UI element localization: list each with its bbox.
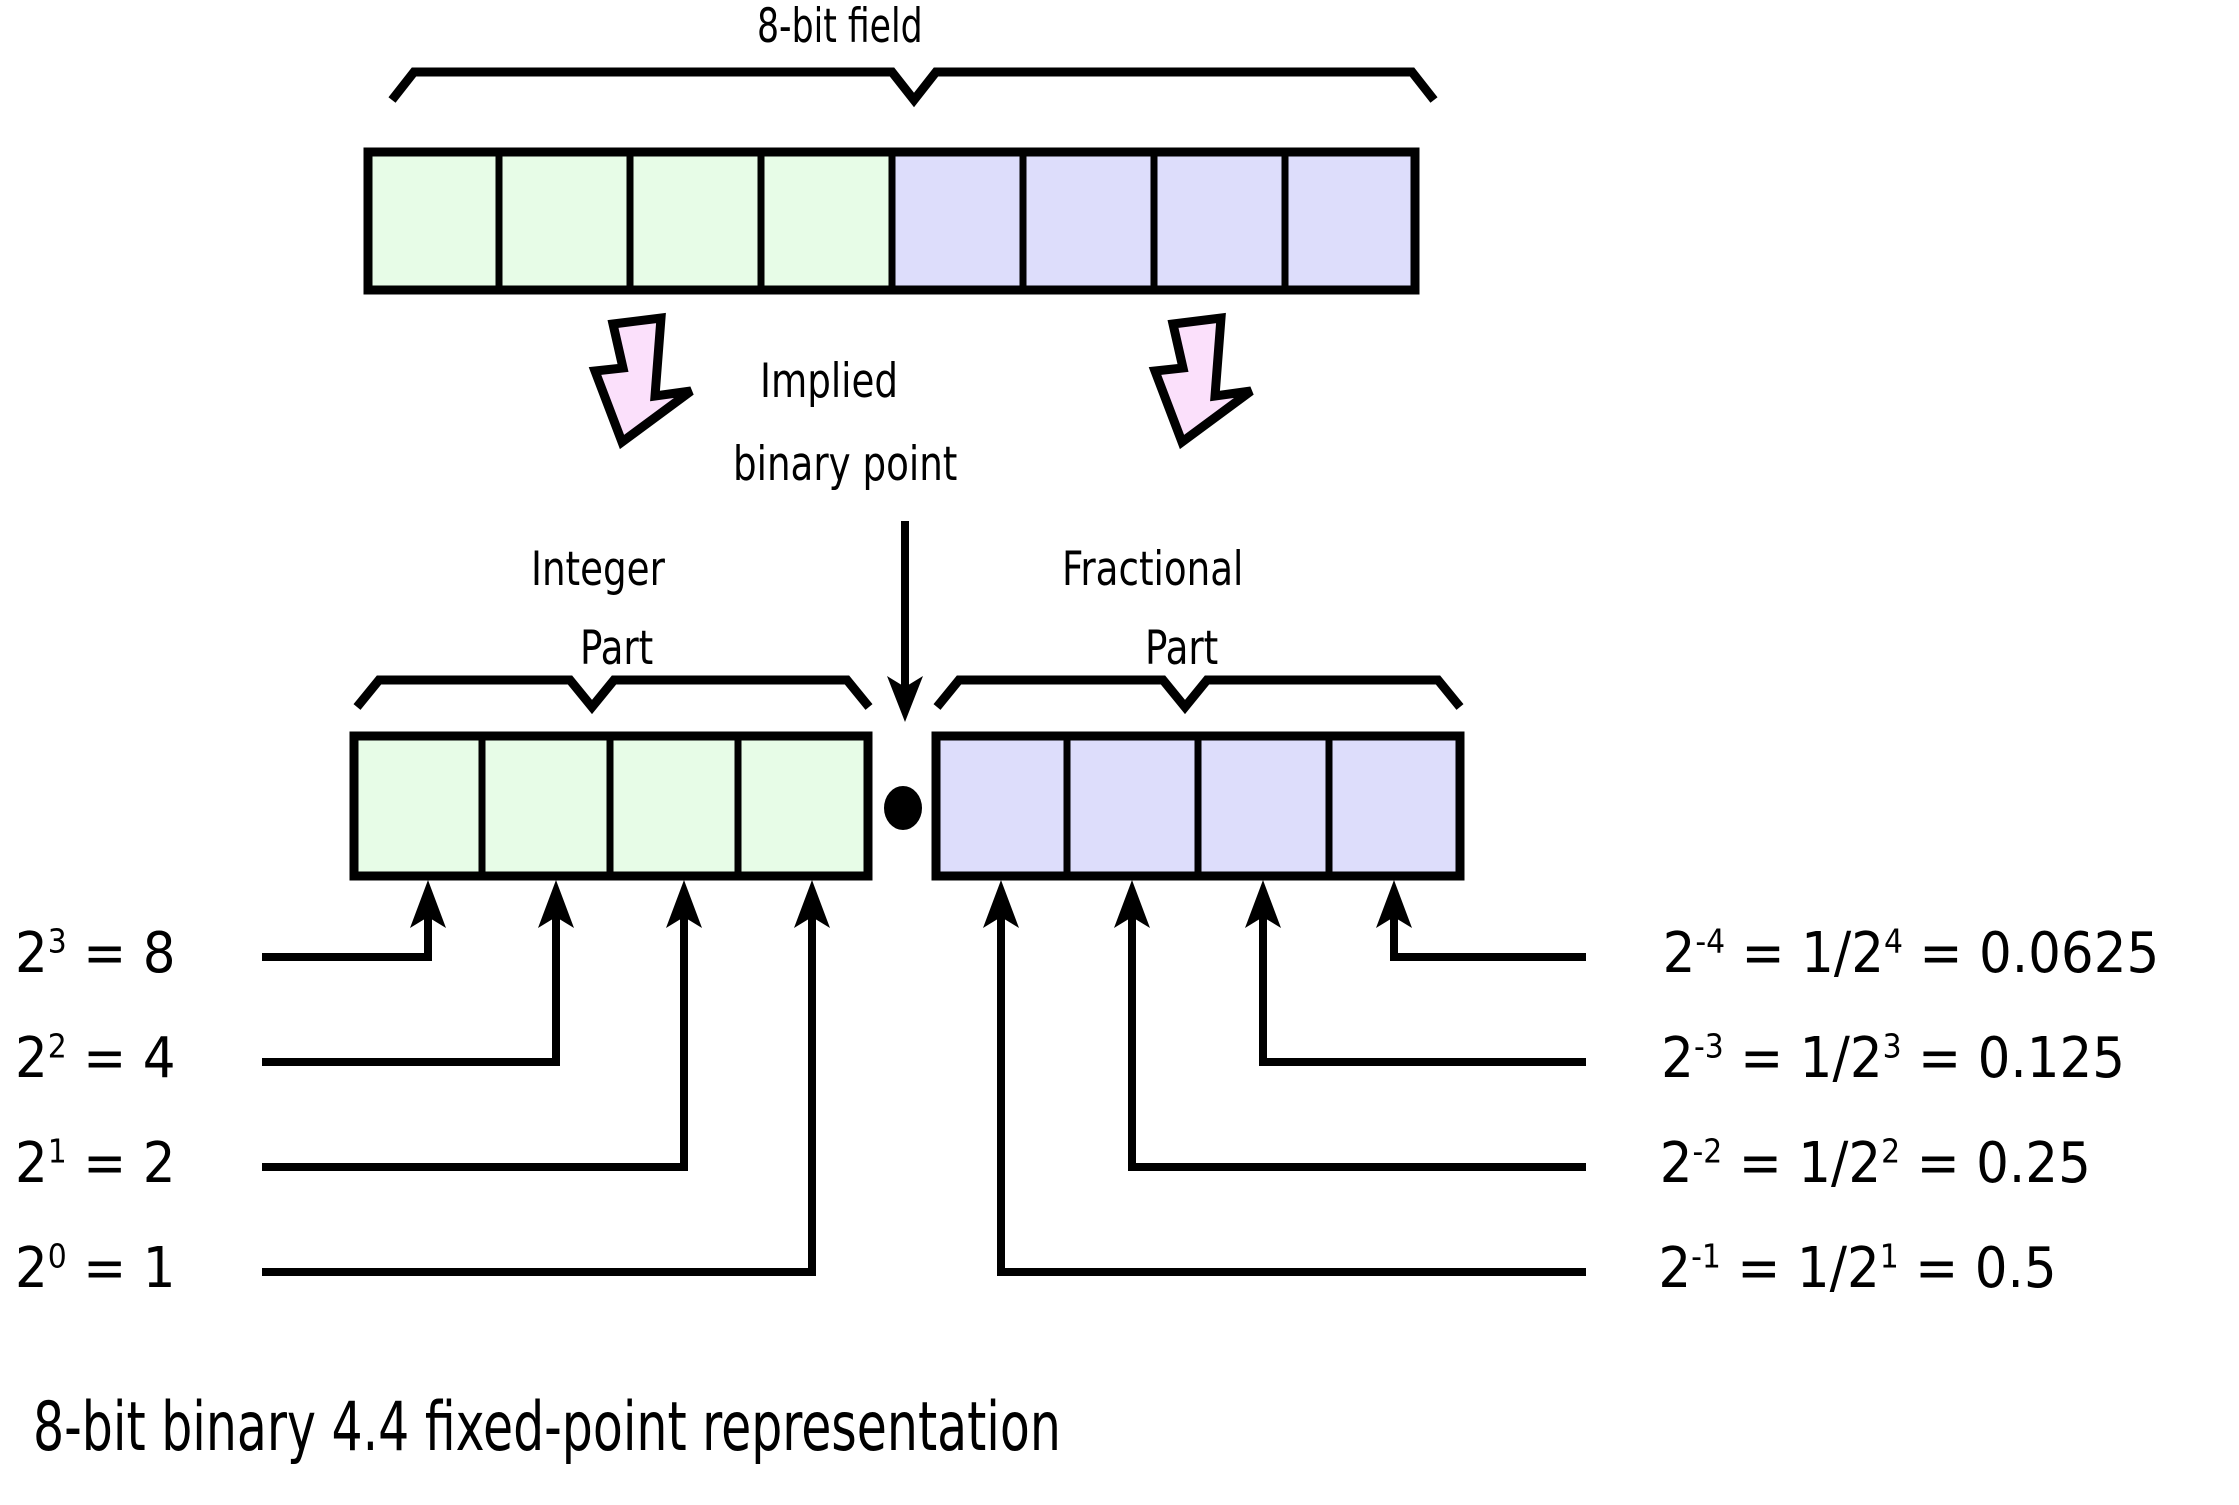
weight-value: 0.5 <box>1974 1236 2057 1301</box>
top-brace <box>388 67 1438 108</box>
weight-value: 4 <box>142 1026 176 1091</box>
weight-base: 2 <box>1659 1131 1693 1196</box>
integer-part-brace <box>353 675 873 715</box>
equals-sign-2: = <box>1915 1236 1959 1301</box>
fractional-cell-1 <box>932 732 1071 880</box>
integer-part-label-line1: Integer <box>531 542 665 597</box>
fraction-exponent: 4 <box>1884 922 1904 961</box>
implied-point-pointer-arrow <box>887 521 923 722</box>
fractional-leader-arrowheads <box>983 880 1412 928</box>
integer-cell-1 <box>606 732 742 880</box>
fractional-weight-label-neg4: 2-4 = 1/24 = 0.0625 <box>1663 924 2160 983</box>
weight-exponent: -1 <box>1691 1237 1721 1276</box>
top-cell-0 <box>364 148 503 294</box>
top-cell-3 <box>757 148 896 294</box>
integer-weight-label-2: 22 = 4 <box>15 1029 176 1088</box>
weight-base: 2 <box>1658 1236 1692 1301</box>
top-bit-row <box>363 147 1420 295</box>
top-cell-5 <box>1019 148 1158 294</box>
integer-cell-0 <box>734 732 872 880</box>
weight-value: 1 <box>142 1236 176 1301</box>
integer-leader-lines <box>262 912 816 1276</box>
fraction-exponent: 1 <box>1879 1237 1899 1276</box>
fractional-weight-label-neg1: 2-1 = 1/21 = 0.5 <box>1658 1239 2056 1298</box>
fractional-leader-lines <box>997 912 1586 1276</box>
fractional-weight-label-neg3: 2-3 = 1/23 = 0.125 <box>1661 1029 2125 1088</box>
implied-binary-point-label-line1: Implied <box>760 354 899 409</box>
top-cell-6 <box>1150 148 1289 294</box>
top-cell-4 <box>888 148 1027 294</box>
weight-exponent: -2 <box>1692 1132 1723 1171</box>
fraction-base: 2 <box>1846 1236 1880 1301</box>
integer-cell-2 <box>478 732 614 880</box>
weight-value: 0.25 <box>1976 1131 2091 1196</box>
weight-value: 2 <box>142 1131 176 1196</box>
weight-value: 0.0625 <box>1978 921 2160 986</box>
weight-exponent: 1 <box>47 1132 67 1171</box>
fractional-part-brace <box>933 675 1464 715</box>
weight-base: 2 <box>1662 921 1696 986</box>
integer-leader-arrowheads <box>410 880 830 928</box>
weight-base: 2 <box>14 1026 48 1091</box>
fraction-base: 2 <box>1851 921 1885 986</box>
fractional-cell-4 <box>1325 732 1464 880</box>
weight-exponent: 2 <box>47 1027 67 1066</box>
integer-bit-row <box>349 731 873 881</box>
equals-sign: = 1/ <box>1740 1026 1850 1091</box>
fractional-cell-2 <box>1063 732 1202 880</box>
integer-weight-label-1: 21 = 2 <box>15 1134 176 1193</box>
fraction-exponent: 3 <box>1882 1027 1902 1066</box>
equals-sign: = 1/ <box>1737 1236 1847 1301</box>
weight-exponent: 0 <box>47 1237 67 1276</box>
fractional-cell-3 <box>1194 732 1333 880</box>
equals-sign: = <box>83 1236 127 1301</box>
top-cell-7 <box>1281 148 1419 294</box>
diagram-caption: 8-bit binary 4.4 fixed-point representat… <box>33 1388 1061 1467</box>
binary-point-dot <box>884 786 922 830</box>
fraction-base: 2 <box>1849 1026 1883 1091</box>
fractional-bit-row <box>931 731 1465 881</box>
weight-base: 2 <box>14 921 48 986</box>
fractional-down-arrow-icon <box>1148 312 1254 450</box>
top-cell-2 <box>626 148 765 294</box>
fractional-part-label-line1: Fractional <box>1062 542 1244 597</box>
integer-part-label-line2: Part <box>580 621 654 676</box>
integer-weight-label-0: 20 = 1 <box>15 1239 176 1298</box>
top-field-label: 8-bit field <box>757 0 923 54</box>
top-cell-1 <box>495 148 634 294</box>
equals-sign-2: = <box>1916 1131 1960 1196</box>
fraction-exponent: 2 <box>1881 1132 1901 1171</box>
weight-value: 0.125 <box>1977 1026 2126 1091</box>
weight-base: 2 <box>14 1131 48 1196</box>
integer-weight-label-3: 23 = 8 <box>15 924 176 983</box>
weight-base: 2 <box>14 1236 48 1301</box>
integer-down-arrow-icon <box>588 312 694 450</box>
weight-exponent: -4 <box>1695 922 1726 961</box>
equals-sign: = <box>83 921 127 986</box>
integer-cell-3 <box>350 732 486 880</box>
implied-binary-point-label-line2: binary point <box>733 437 958 492</box>
equals-sign: = 1/ <box>1741 921 1852 986</box>
equals-sign: = <box>83 1131 127 1196</box>
weight-value: 8 <box>142 921 176 986</box>
equals-sign-2: = <box>1919 921 1963 986</box>
weight-exponent: 3 <box>47 922 67 961</box>
equals-sign-2: = <box>1918 1026 1962 1091</box>
equals-sign: = 1/ <box>1738 1131 1849 1196</box>
fractional-part-label-line2: Part <box>1145 621 1219 676</box>
weight-base: 2 <box>1661 1026 1694 1091</box>
equals-sign: = <box>83 1026 127 1091</box>
weight-exponent: -3 <box>1693 1027 1724 1066</box>
fraction-base: 2 <box>1848 1131 1882 1196</box>
fractional-weight-label-neg2: 2-2 = 1/22 = 0.25 <box>1660 1134 2091 1193</box>
